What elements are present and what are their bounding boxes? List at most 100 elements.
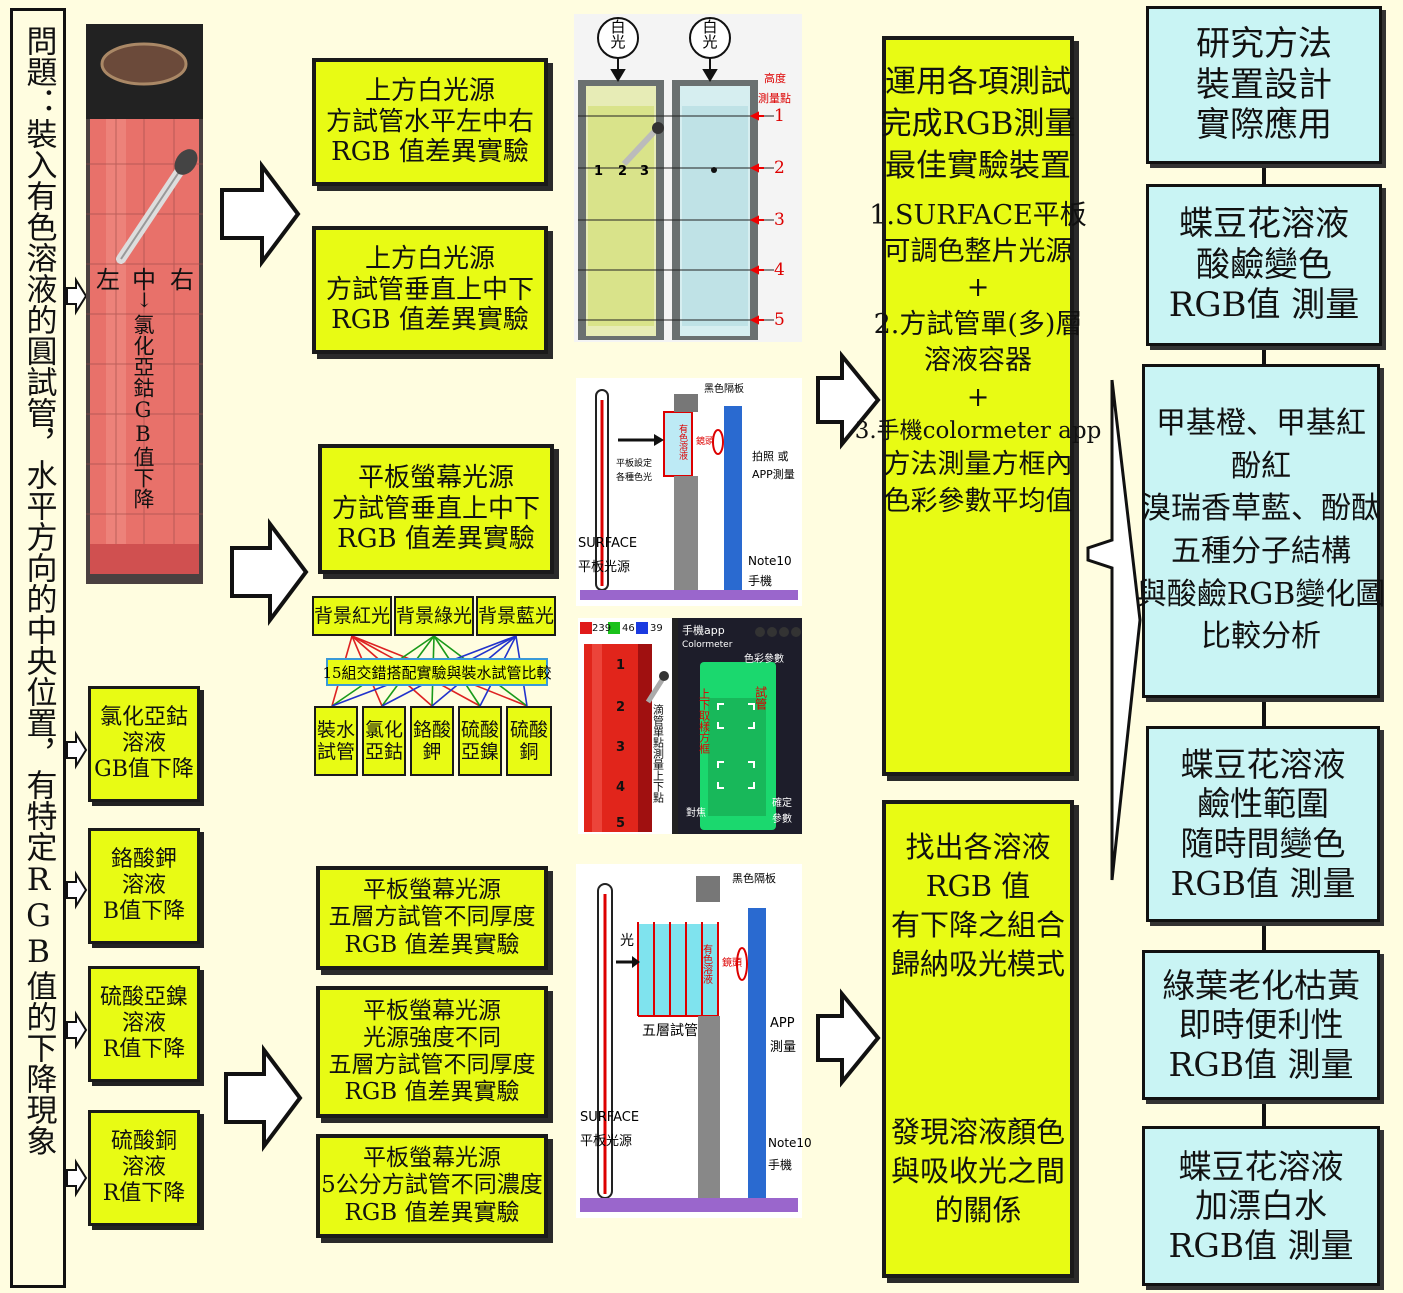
confirm-label: 確定: [772, 798, 792, 809]
label-right: 右: [170, 266, 194, 294]
label-left: 左: [96, 266, 120, 294]
matrix-center-label: 15組交錯搭配實驗與裝水試管比較: [322, 658, 552, 686]
dropper-icon: [645, 671, 669, 704]
color-matrix: 背景紅光 背景綠光 背景藍光 15組交錯搭配實驗與裝水試管比較 裝水試管 氯化亞…: [312, 596, 556, 780]
light-label: 光: [620, 933, 634, 949]
phone-label-2: 手機: [748, 574, 773, 588]
col-3: 3: [640, 164, 650, 179]
sol-cuso4: 硫酸銅: [506, 706, 552, 776]
arrow-icon: [66, 730, 88, 770]
app-label: 手機app: [682, 624, 725, 637]
tube-label: 試管: [753, 686, 768, 710]
focus-label: 對焦: [686, 808, 706, 819]
exp-tablet-vertical-box: 平板螢幕光源 方試管垂直上中下 RGB 值差異實驗: [318, 444, 554, 574]
sol-cocl2: 氯化亞鈷: [362, 706, 406, 776]
arrow-icon: [66, 276, 88, 316]
color-param-label: 色彩參數: [744, 654, 784, 665]
photo-note: 拍照 或: [752, 450, 789, 463]
col-1: 1: [594, 164, 604, 179]
sol-k2cro4: 鉻酸鉀: [410, 706, 454, 776]
phone-label: Note10: [748, 554, 792, 568]
left-title-box: 問題：裝入有色溶液的圓試管，水平方向的中央位置，有特定RGB值的下降現象: [10, 8, 66, 1288]
height-label: 高度: [764, 72, 786, 85]
research-method-box: 研究方法 裝置設計 實際應用: [1146, 6, 1382, 164]
r-value: 239: [592, 623, 612, 634]
vertical-note: 氯化亞鈷GB值下降: [131, 314, 155, 509]
mark-1: 1: [774, 106, 785, 126]
down-arrow-glyph: ↓: [136, 288, 153, 312]
surface-label-2: 平板光源: [580, 1134, 633, 1149]
cocl2-box: 氯化亞鈷 溶液 GB值下降: [88, 686, 200, 802]
five-tubes-label: 五層試管: [642, 1023, 698, 1039]
left-arrows: [66, 276, 88, 1198]
label-mid: 中: [132, 266, 156, 294]
phone-label-2: 手機: [768, 1158, 793, 1172]
lens-label: 鏡頭: [696, 437, 715, 447]
exp-intensity-box: 平板螢幕光源 光源強度不同 五層方試管不同厚度 RGB 值差異實驗: [316, 986, 548, 1118]
cuso4-box: 硫酸銅 溶液 R值下降: [88, 1110, 200, 1226]
mark-5: 5: [774, 310, 785, 330]
butterfly-pea-base-time-box: 蝶豆花溶液 鹼性範圍 隨時間變色 RGB值 測量: [1146, 726, 1380, 922]
arrow-icon: [66, 870, 88, 910]
indicator-analysis-box: 甲基橙、甲基紅 酚紅 溴瑞香草藍、酚酞 五種分子結構 與酸鹼RGB變化圖 比較分…: [1137, 364, 1385, 698]
black-board-label: 黑色隔板: [704, 384, 744, 395]
app-measure-photo: 239 46 39 1 2 3 4 5 滴管單點測量上下點 手機app Colo…: [578, 618, 802, 834]
app-label-2: Colormeter: [682, 640, 733, 650]
best-setup-box: 運用各項測試 完成RGB測量 最佳實驗裝置 1.SURFACE平板 可調色整片光…: [855, 36, 1101, 776]
bg-green-tag: 背景綠光: [394, 596, 474, 636]
liquid-label: 有色溶液: [700, 944, 712, 984]
height-label-2: 測量點: [758, 92, 791, 105]
scale-3: 3: [616, 740, 626, 755]
absorption-pattern-box: 找出各溶液 RGB 值 有下降之組合 歸納吸光模式 發現溶液顏色 與吸收光之間 …: [882, 800, 1074, 1278]
arrow-icon: [66, 1158, 88, 1198]
b-value: 39: [650, 623, 663, 634]
surface-label-2: 平板光源: [578, 560, 631, 575]
photo-note-2: APP測量: [752, 468, 795, 481]
sample-frame-label: 上下取樣方框: [697, 688, 711, 754]
arrow-icon: [230, 518, 309, 626]
scale-4: 4: [616, 780, 626, 795]
lens-label: 鏡頭: [722, 958, 742, 969]
sol-water: 裝水試管: [314, 706, 358, 776]
arrow-icon: [66, 1010, 88, 1050]
dropper-icon: [621, 122, 664, 167]
dropper-icon: [116, 149, 198, 264]
leaf-aging-box: 綠葉老化枯黃 即時便利性 RGB值 測量: [1142, 950, 1380, 1100]
dropper-note: 滴管單點測量上下點: [651, 704, 665, 803]
scale-1: 1: [616, 658, 626, 673]
app-label: APP: [770, 1016, 795, 1031]
arrow-icon: [224, 1044, 303, 1152]
mark-3: 3: [774, 210, 785, 230]
light-bulb-icon: [597, 17, 731, 59]
niso4-box: 硫酸亞鎳 溶液 R值下降: [88, 966, 200, 1082]
col-2: 2: [618, 164, 628, 179]
exp-vertical-white-box: 上方白光源 方試管垂直上中下 RGB 值差異實驗: [312, 226, 548, 354]
confirm-label-2: 參數: [772, 814, 792, 825]
setup-diagram-2: 黑色隔板 光 有色溶液 鏡頭 五層試管 APP 測量 SURFACE 平板光源 …: [576, 864, 812, 1218]
arrow-icon: [220, 160, 301, 268]
exp-five-layer-box: 平板螢幕光源 五層方試管不同厚度 RGB 值差異實驗: [316, 866, 548, 970]
k2cro4-box: 鉻酸鉀 溶液 B值下降: [88, 828, 200, 944]
butterfly-pea-bleach-box: 蝶豆花溶液 加漂白水 RGB值 測量: [1142, 1126, 1380, 1286]
problem-statement: 問題：裝入有色溶液的圓試管，水平方向的中央位置，有特定RGB值的下降現象: [20, 25, 57, 1156]
butterfly-pea-acid-base-box: 蝶豆花溶液 酸鹼變色 RGB值 測量: [1146, 184, 1382, 346]
chevron-right-icon: [1086, 379, 1142, 881]
surface-label: SURFACE: [578, 536, 638, 551]
phone-label: Note10: [768, 1136, 812, 1150]
bg-blue-tag: 背景藍光: [476, 596, 556, 636]
g-value: 46: [622, 623, 635, 634]
black-board-label: 黑色隔板: [732, 872, 776, 885]
tablet-note-2: 各種色光: [616, 473, 653, 483]
white-light-left: 白光: [610, 18, 626, 51]
tablet-note: 平板設定: [616, 459, 653, 469]
scale-2: 2: [616, 700, 626, 715]
exp-horizontal-box: 上方白光源 方試管水平左中右 RGB 值差異實驗: [312, 58, 548, 186]
mark-2: 2: [774, 158, 785, 178]
mark-4: 4: [774, 260, 785, 280]
square-tube-photo: 白光 白光 高度 測量點 1 2 3 4 5 1 2 3: [574, 14, 802, 342]
scale-5: 5: [616, 816, 626, 831]
app-label-2: 測量: [770, 1040, 797, 1055]
sol-niso4: 硫酸亞鎳: [458, 706, 502, 776]
bg-red-tag: 背景紅光: [312, 596, 392, 636]
arrow-icon: [816, 988, 881, 1088]
